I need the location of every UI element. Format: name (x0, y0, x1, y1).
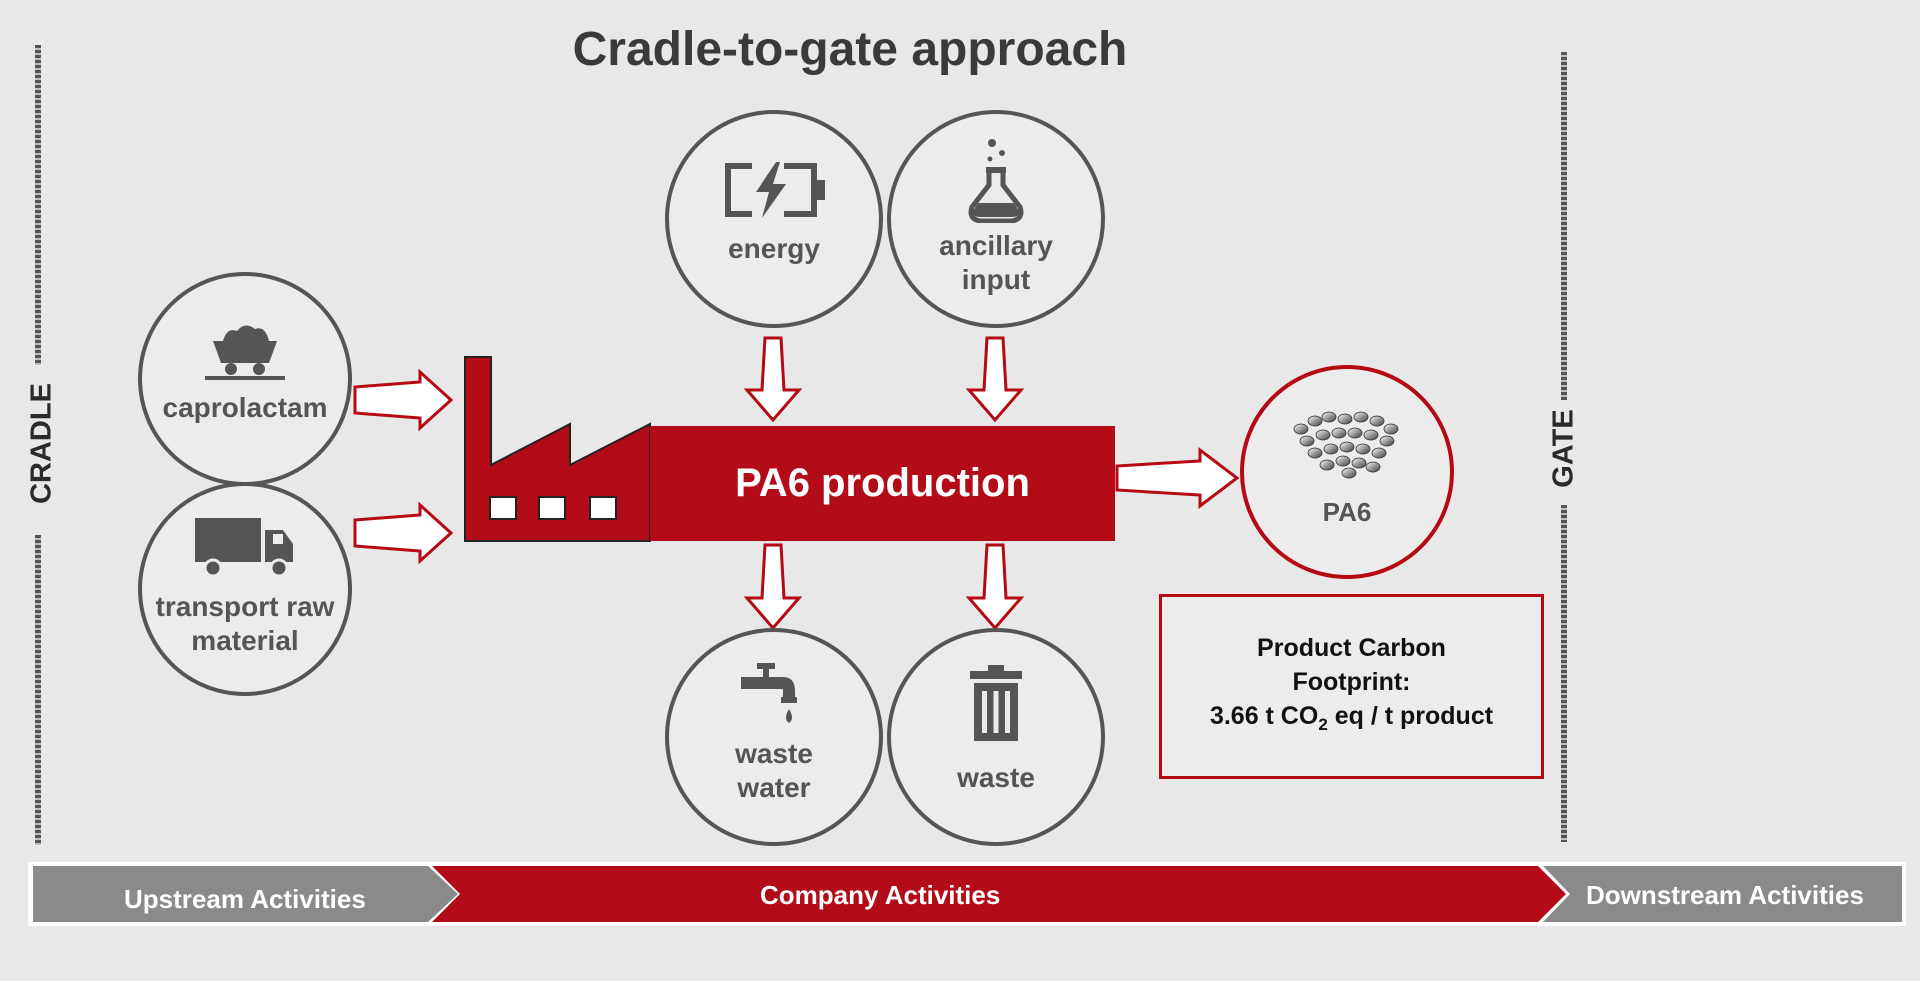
production-box: PA6 production (650, 426, 1115, 541)
cradle-boundary-top (35, 45, 41, 365)
arrow-waste (965, 543, 1025, 631)
mine-cart-icon (205, 325, 285, 380)
transport-label-line2: material (191, 625, 299, 656)
waste-label: waste (957, 762, 1035, 793)
footprint-subscript: 2 (1318, 715, 1328, 734)
ancillary-label-line1: ancillary (939, 230, 1053, 261)
footprint-value: 3.66 t CO2 eq / t product (1210, 699, 1493, 742)
ancillary-circle: ancillary input (887, 110, 1105, 328)
truck-icon (195, 518, 293, 578)
cradle-boundary-bottom (35, 535, 41, 845)
caprolactam-circle: caprolactam (138, 272, 352, 486)
footprint-line2: Footprint: (1292, 668, 1411, 696)
downstream-segment (1543, 866, 1902, 922)
ancillary-label-line2: input (961, 264, 1031, 295)
waste-water-circle: waste water (665, 628, 883, 846)
gate-boundary-bottom (1561, 505, 1567, 842)
energy-circle: energy (665, 110, 883, 328)
carbon-footprint-box: Product Carbon Footprint: 3.66 t CO2 eq … (1159, 594, 1544, 779)
caprolactam-label: caprolactam (162, 392, 328, 423)
company-label: Company Activities (760, 880, 1001, 910)
waste-water-label-line2: water (737, 772, 811, 803)
transport-circle: transport raw material (138, 482, 352, 696)
battery-icon (725, 162, 825, 218)
arrow-waste-water (743, 543, 803, 631)
transport-label-line1: transport raw (155, 591, 335, 622)
pa6-label: PA6 (1322, 497, 1372, 527)
arrow-ancillary (965, 336, 1025, 423)
trash-bin-icon (970, 665, 1022, 741)
downstream-label: Downstream Activities (1586, 880, 1864, 910)
faucet-icon (741, 663, 797, 723)
flask-icon (968, 139, 1024, 223)
pa6-product-circle: PA6 (1240, 365, 1454, 579)
gate-boundary-top (1561, 52, 1567, 400)
arrow-to-product (1115, 446, 1240, 510)
footprint-value-prefix: 3.66 t CO (1209, 702, 1319, 730)
energy-label: energy (728, 233, 820, 264)
footprint-line1: Product Carbon (1257, 634, 1446, 662)
waste-circle: waste (887, 628, 1105, 846)
footprint-value-suffix: eq / t product (1327, 702, 1494, 730)
diagram-title: Cradle-to-gate approach (572, 23, 1128, 76)
upstream-segment (33, 866, 458, 922)
company-segment (432, 866, 1566, 922)
waste-water-label-line1: waste (735, 738, 813, 769)
arrow-transport (353, 501, 454, 565)
arrow-caprolactam (353, 368, 454, 432)
pellets-icon (1287, 409, 1407, 481)
arrow-energy (743, 336, 803, 423)
upstream-label: Upstream Activities (124, 884, 366, 914)
